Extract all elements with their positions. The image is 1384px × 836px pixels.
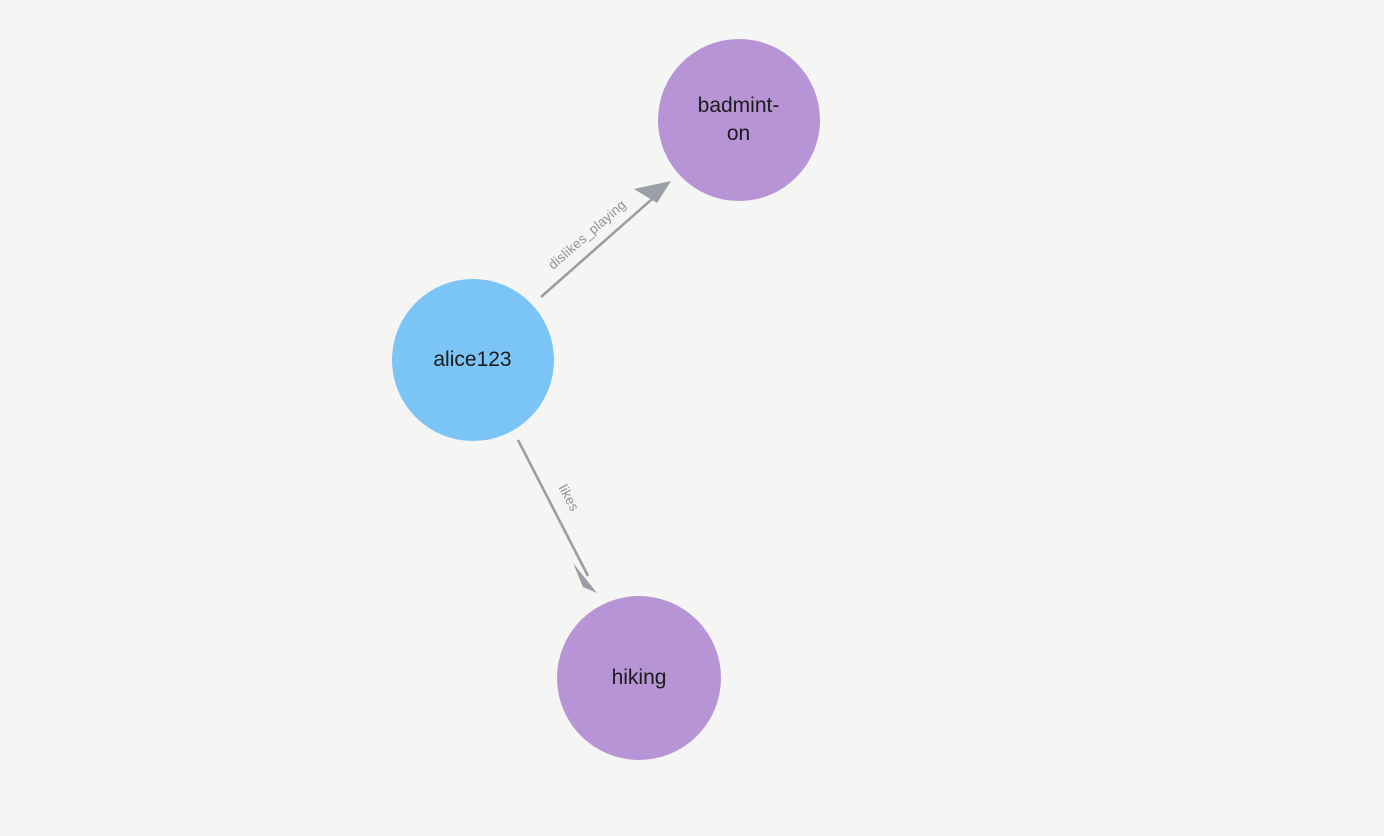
graph-node-badminton[interactable]: badmint-on bbox=[657, 39, 820, 201]
arrowhead-likes bbox=[573, 563, 597, 593]
edge-dislikes-playing[interactable]: dislikes_playing bbox=[540, 181, 671, 298]
graph-node-hiking[interactable]: hiking bbox=[557, 596, 721, 760]
edge-likes[interactable]: likes bbox=[516, 439, 597, 593]
graph-node-hiking-label: hiking bbox=[611, 666, 667, 690]
edge-line-likes bbox=[516, 439, 590, 577]
graph-node-badminton-label: badmint-on bbox=[697, 94, 780, 145]
arrowhead-dislikes-playing bbox=[634, 181, 671, 203]
edge-label-dislikes-playing: dislikes_playing bbox=[545, 197, 629, 272]
edge-label-likes: likes bbox=[556, 482, 582, 514]
edge-line-dislikes-playing bbox=[540, 191, 661, 298]
graph-node-alice123[interactable]: alice123 bbox=[391, 279, 554, 441]
graph-node-alice123-label: alice123 bbox=[433, 348, 512, 372]
